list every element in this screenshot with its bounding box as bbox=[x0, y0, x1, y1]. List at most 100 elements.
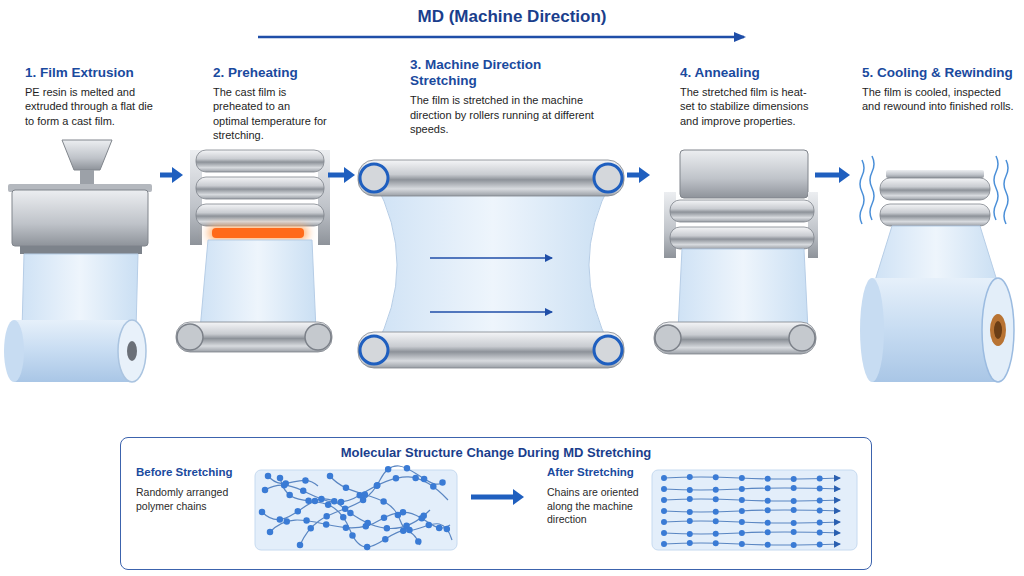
step-heading: 2. Preheating bbox=[213, 65, 328, 81]
annealing-machine-part bbox=[654, 322, 816, 354]
after-panel: After StretchingChains are oriented alon… bbox=[524, 460, 861, 558]
annealing-machine-part bbox=[655, 325, 681, 351]
step-description: The cast film is preheated to an optimal… bbox=[213, 85, 328, 142]
rewinder-machine-part bbox=[874, 226, 998, 284]
annealing-machine-part bbox=[789, 325, 815, 351]
rewinder-machine-part bbox=[880, 204, 990, 226]
preheater-machine bbox=[176, 150, 332, 352]
diagram-title: MD (Machine Direction) bbox=[0, 7, 1024, 27]
flow-arrow bbox=[627, 167, 650, 183]
preheater-machine-part bbox=[177, 324, 203, 350]
extruder-machine-part bbox=[80, 170, 94, 186]
before-panel: Before StretchingRandomly arranged polym… bbox=[134, 460, 471, 558]
rewinder-machine-part bbox=[886, 170, 984, 178]
preheater-machine-part bbox=[212, 228, 304, 238]
step-heading: 4. Annealing bbox=[680, 65, 815, 81]
process-step: 4. AnnealingThe stretched film is heat-s… bbox=[650, 55, 815, 390]
step-description: Chains are oriented along the machine di… bbox=[547, 486, 651, 527]
rewinder-machine-part bbox=[860, 160, 864, 224]
oriented-chains-picture-part bbox=[652, 470, 857, 550]
process-step: 2. PreheatingThe cast film is preheated … bbox=[183, 55, 328, 390]
preheater-machine-part bbox=[196, 150, 324, 172]
stretching-machine-part bbox=[360, 164, 388, 192]
arrow-head bbox=[513, 489, 524, 505]
step-description: PE resin is melted and extruded through … bbox=[25, 85, 158, 128]
random-chains-picture-part bbox=[262, 466, 452, 547]
stretching-machine-part bbox=[374, 180, 612, 350]
process-step: 1. Film Extrusion PE resin is melted and … bbox=[10, 55, 160, 390]
step-description: The film is stretched in the machine dir… bbox=[410, 93, 602, 136]
oriented-chains-picture-part bbox=[664, 477, 840, 545]
extruder-machine-part bbox=[127, 341, 137, 361]
stretching-machine-part bbox=[358, 332, 624, 368]
rewinder-machine-part bbox=[1004, 160, 1008, 224]
random-chains-picture-part bbox=[262, 466, 452, 547]
flow-arrow bbox=[471, 489, 524, 505]
extruder-machine-part bbox=[22, 254, 138, 330]
step-heading: 1. Film Extrusion bbox=[25, 65, 158, 81]
arrow-shaft bbox=[815, 173, 840, 178]
arrow-head bbox=[639, 167, 650, 183]
annealing-machine bbox=[654, 150, 818, 354]
rewinder-machine-part bbox=[872, 278, 998, 382]
extruder-machine-part bbox=[62, 140, 112, 170]
annealing-machine-part bbox=[670, 200, 814, 222]
arrow-shaft bbox=[160, 173, 173, 178]
rewinder-machine-part bbox=[982, 278, 1014, 382]
extruder-machine-part bbox=[4, 320, 24, 382]
stretching-machine-part bbox=[430, 311, 552, 313]
step-heading: 3. Machine Direction Stretching bbox=[410, 57, 585, 89]
stretching-machine bbox=[358, 160, 624, 368]
stretching-machine-part bbox=[360, 336, 388, 364]
preheater-machine-part bbox=[200, 240, 316, 330]
stretching-machine-part bbox=[430, 257, 552, 259]
arrow-head bbox=[344, 167, 355, 183]
extruder-machine-part bbox=[12, 190, 148, 246]
preheater-machine-part bbox=[196, 204, 324, 226]
step-description: Randomly arranged polymer chains bbox=[136, 486, 246, 513]
extruder-machine-part bbox=[20, 246, 142, 254]
random-chains-picture bbox=[255, 466, 457, 550]
arrow-shaft bbox=[627, 173, 640, 178]
stretching-machine-part bbox=[594, 336, 622, 364]
rewinder-machine-part bbox=[860, 278, 884, 382]
rewinder-machine-part bbox=[880, 178, 990, 200]
preheater-machine-part bbox=[176, 322, 332, 352]
preheater-machine-part bbox=[196, 177, 324, 199]
extruder-machine-part bbox=[14, 320, 132, 382]
arrow-head bbox=[839, 167, 850, 183]
structure-panel: Molecular Structure Change During MD Str… bbox=[120, 437, 872, 570]
step-heading: Molecular Structure Change During MD Str… bbox=[121, 445, 871, 460]
arrow-head bbox=[172, 167, 183, 183]
preheater-machine-part bbox=[208, 226, 308, 240]
oriented-chains-picture-part bbox=[664, 477, 840, 545]
md-arrow bbox=[258, 36, 744, 39]
extruder-machine bbox=[4, 140, 152, 382]
step-description: The film is cooled, inspected and rewoun… bbox=[862, 85, 1018, 114]
stretching-machine-part bbox=[594, 164, 622, 192]
rewinder-machine-part bbox=[994, 321, 1002, 339]
annealing-machine-part bbox=[680, 150, 808, 198]
step-heading: After Stretching bbox=[547, 466, 651, 478]
arrow-shaft bbox=[471, 495, 514, 500]
rewinder-machine-part bbox=[994, 156, 998, 220]
arrow-shaft bbox=[328, 173, 345, 178]
rewinder-machine-part bbox=[870, 156, 874, 220]
step-description: The stretched film is heat-set to stabil… bbox=[680, 85, 815, 128]
step-heading: 5. Cooling & Rewinding bbox=[862, 65, 1018, 81]
stretching-machine-part bbox=[358, 160, 624, 196]
rewinder-machine-part bbox=[990, 314, 1006, 346]
rewinder-machine bbox=[860, 156, 1014, 382]
annealing-machine-part bbox=[670, 227, 814, 249]
flow-arrow bbox=[160, 167, 183, 183]
step-heading: Before Stretching bbox=[136, 466, 246, 478]
flow-arrow bbox=[328, 167, 355, 183]
flow-arrow bbox=[815, 167, 850, 183]
preheater-machine-part bbox=[305, 324, 331, 350]
process-step: 3. Machine Direction StretchingThe film … bbox=[355, 55, 627, 390]
process-step: 5. Cooling & RewindingThe film is cooled… bbox=[850, 55, 1018, 390]
oriented-chains-picture bbox=[652, 470, 857, 550]
extruder-machine-part bbox=[118, 320, 146, 382]
annealing-machine-part bbox=[678, 249, 808, 330]
